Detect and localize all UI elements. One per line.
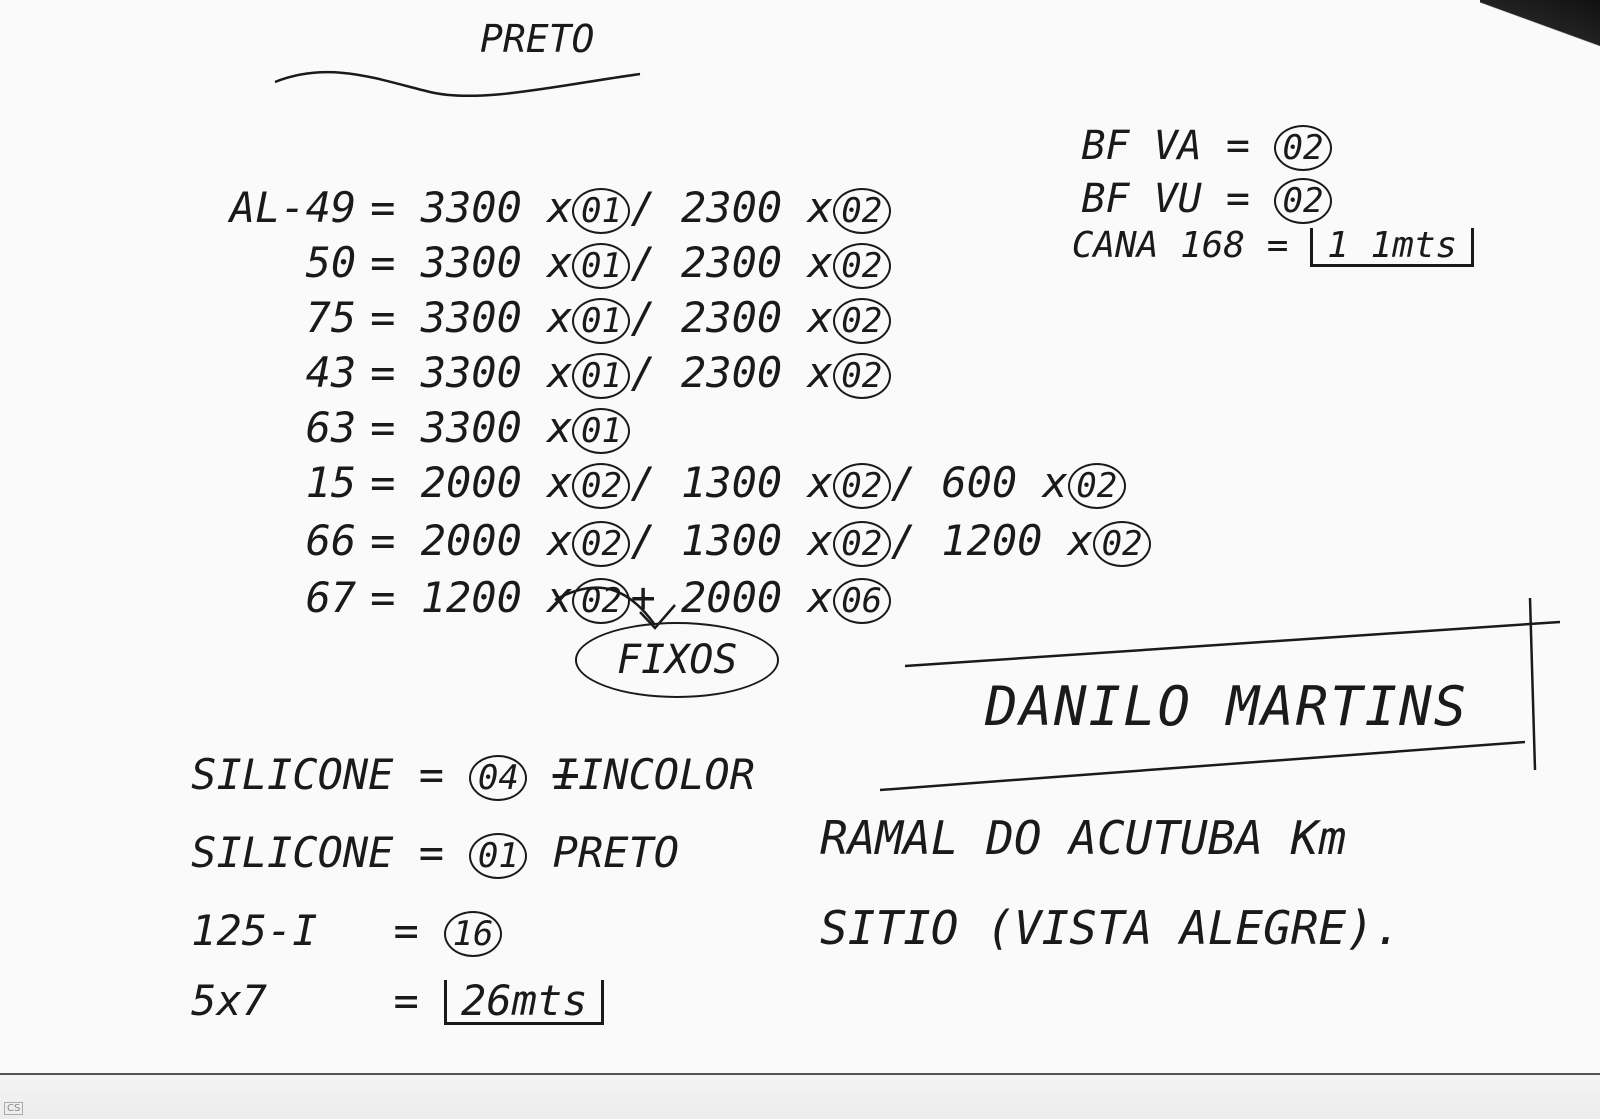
row-expr: = 3300 x [370,293,573,342]
row-label: AL-49 [229,183,357,232]
scanner-watermark: CS [4,1102,27,1115]
supply-row: 125-I = 16 [90,868,503,999]
bf-label: BF VA [1081,123,1202,169]
supply-eq: = [418,828,445,877]
supply-label: SILICONE [191,750,394,799]
bf-eq: = [1225,176,1250,222]
address-line-2: SITIO (VISTA ALEGRE). [820,901,1402,955]
qty-circle: 16 [444,911,503,957]
qty-circle: 01 [572,353,631,399]
qty-circle: 06 [832,578,891,624]
cana-row: CANA 168 = 1 1mts [985,192,1475,303]
supply-label: 5x7 [191,976,268,1025]
row-label: 67 [305,573,357,622]
supply-row: SILICONE = 01 PRETO [90,790,679,921]
row-expr: / 2300 x [630,348,833,397]
qty-circle: 02 [1093,521,1152,567]
row-label: 50 [305,238,357,287]
qty-circle: 01 [572,408,631,454]
supply-note: INCOLOR [577,750,755,799]
supply-note: PRETO [552,828,680,877]
address-line-1: RAMAL DO ACUTUBA Km [820,811,1347,865]
row-expr: / 1200 x [890,516,1094,565]
supply-label: SILICONE [191,828,394,877]
qty-circle: 01 [572,188,631,234]
qty-circle: 01 [572,298,631,344]
qty-circle: 02 [1274,125,1333,171]
row-expr: = 2000 x [370,516,573,565]
qty-circle: 02 [832,243,891,289]
row-label: 43 [305,348,357,397]
qty-circle: 02 [832,188,891,234]
qty-circle: 02 [572,578,631,624]
row-label: 75 [305,293,357,342]
row-expr: / 600 x [890,458,1068,507]
bf-eq: = [1225,123,1250,169]
row-expr: + 2000 x [630,573,833,622]
bf-row: BF VU = 02 [985,138,1333,264]
qty-circle: 02 [832,353,891,399]
supply-row: SILICONE = 04 IINCOLOR [90,712,755,843]
page-title: PRETO [480,17,595,61]
table-corner [1480,0,1600,70]
qty-circle: 01 [572,243,631,289]
row-expr: = 2000 x [370,458,573,507]
row-expr: = 3300 x [370,348,573,397]
struck-letter: I [552,750,578,799]
row-label: 66 [305,516,357,565]
qty-circle: 02 [1274,178,1333,224]
row-expr: / 2300 x [630,293,833,342]
qty-circle: 02 [1067,463,1126,509]
bf-label: BF VU [1081,176,1202,222]
qty-circle: 02 [832,463,891,509]
supply-eq: = [393,976,419,1025]
bf-row: BF VA = 02 [985,85,1333,211]
supply-value: 26mts [444,980,605,1025]
fixos-bubble: FIXOS [575,622,780,698]
row-expr: = 3300 x [370,238,573,287]
supply-row: 5x7 = 26mts [90,938,605,1067]
supply-eq: = [393,906,419,955]
supply-label: 125-I [191,906,318,955]
cana-value: 1 1mts [1310,228,1475,267]
row-expr: / 1300 x [630,458,833,507]
cana-label: CANA 168 [1071,225,1246,266]
qty-circle: 02 [832,521,891,567]
row-label: 15 [305,458,357,507]
scanner-logo-icon: CS [4,1102,24,1115]
row-expr: = 3300 x [370,183,573,232]
cana-eq: = [1266,225,1289,266]
qty-circle: 02 [572,463,631,509]
qty-circle: 02 [572,521,631,567]
client-name: DANILO MARTINS [985,675,1469,738]
page-bottom-edge [0,1073,1600,1119]
row-label: 63 [305,403,357,452]
row-expr: = 1200 x [370,573,573,622]
row-expr: = 3300 x [370,403,573,452]
row-expr: / 2300 x [630,238,833,287]
qty-circle: 02 [832,298,891,344]
row-expr: / 2300 x [630,183,833,232]
row-expr: / 1300 x [630,516,833,565]
supply-eq: = [418,750,445,799]
